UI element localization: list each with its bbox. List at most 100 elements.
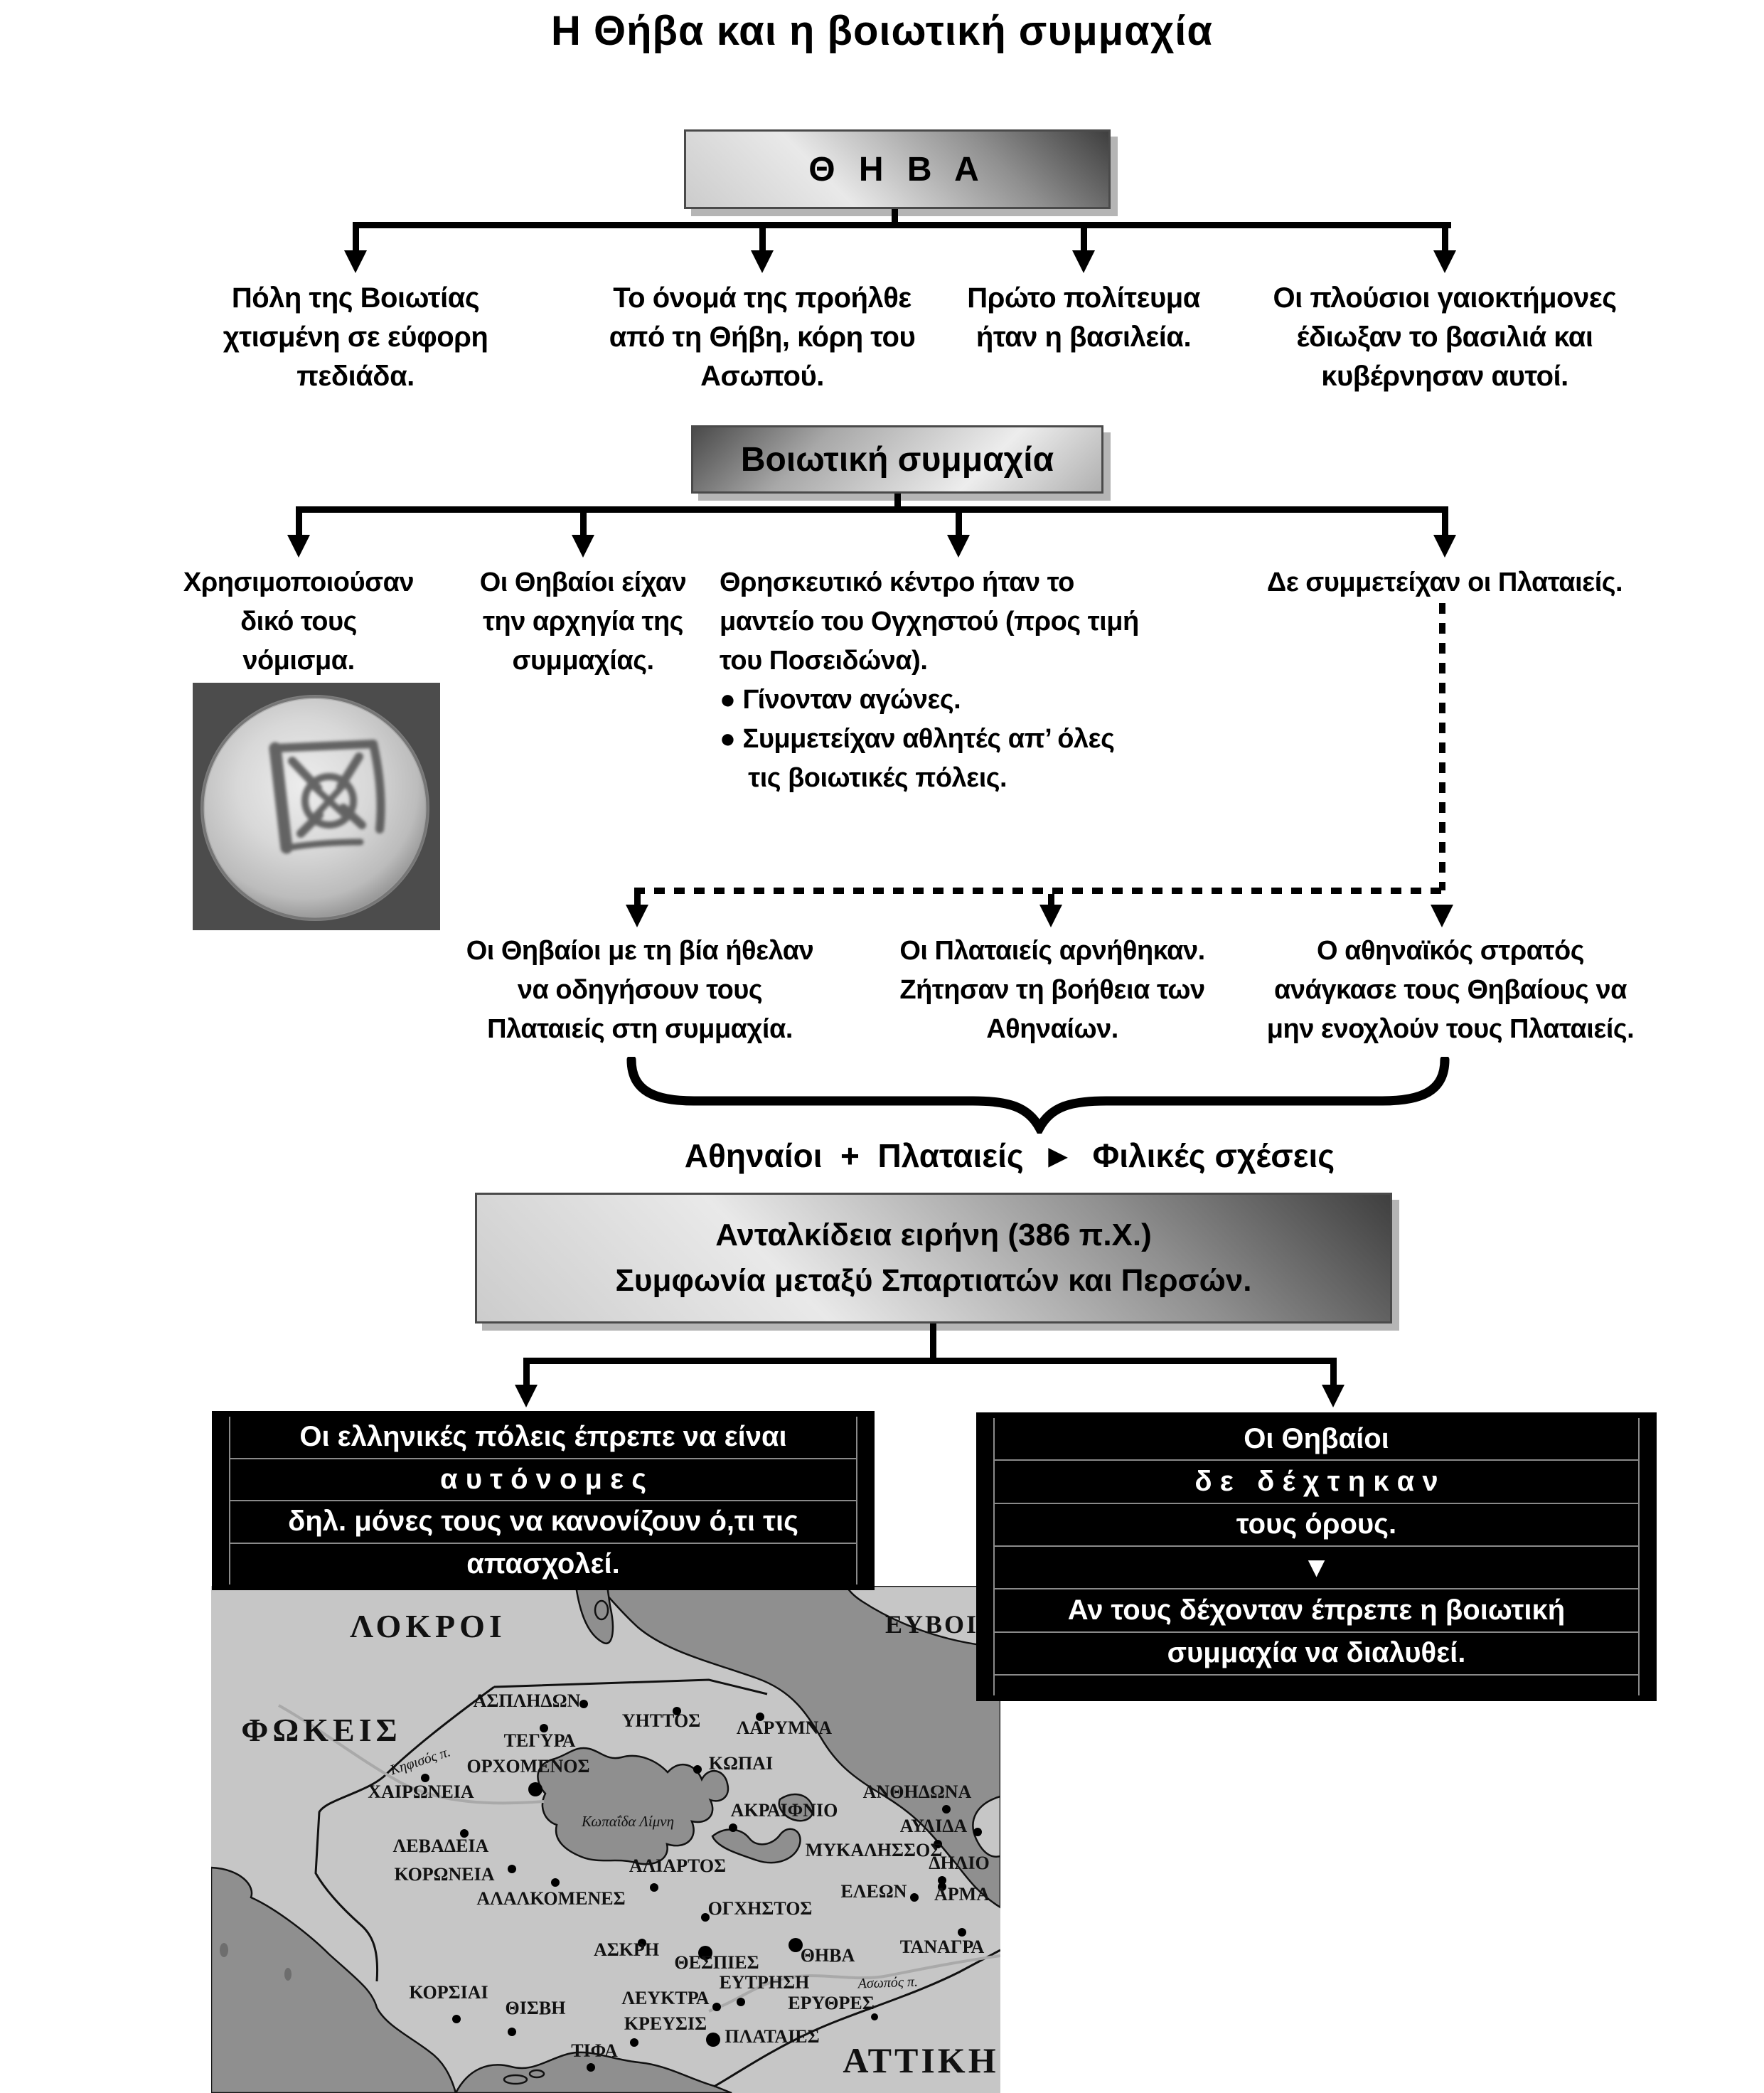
- map-city-label: ΑΥΛΙΔΑ: [900, 1816, 968, 1836]
- map-city-dot: [938, 1882, 946, 1891]
- connector-stub: [930, 1324, 936, 1360]
- map-city-label: ΟΡΧΟΜΕΝΟΣ: [467, 1756, 590, 1777]
- map-city-label: ΜΥΚΑΛΗΣΣΟΣ: [806, 1840, 942, 1860]
- map-city-dot: [673, 1707, 681, 1715]
- curly-brace: [626, 1057, 1450, 1134]
- map-city-label: ΘΕΣΠΙΕΣ: [674, 1952, 759, 1973]
- map-border-west: [314, 1685, 495, 1982]
- map-city-dot: [934, 1840, 942, 1848]
- peace-box-line-2: Συμφωνία μεταξύ Σπαρτιατών και Περσών.: [615, 1263, 1252, 1298]
- map-river-label: Ασωπός π.: [856, 1974, 918, 1992]
- down-arrow-stem: [580, 506, 587, 536]
- peace-box-line-1: Ανταλκίδεια ειρήνη (386 π.Χ.): [715, 1218, 1152, 1252]
- dashed-connector-vertical: [1439, 603, 1445, 890]
- map-river-asopos: [708, 1954, 1000, 2013]
- map-city-label: ΚΟΡΩΝΕΙΑ: [394, 1864, 494, 1885]
- map-islet: [220, 1943, 228, 1957]
- conflict-block-1: Οι Θηβαίοι με τη βία ήθελαν να οδηγήσουν…: [466, 936, 814, 1044]
- terms-right-row: συμμαχία να διαλυθεί.: [995, 1631, 1638, 1674]
- map-city-label: ΤΙΦΑ: [571, 2040, 618, 2061]
- map-lake-label: Κωπαΐδα Λίμνη: [581, 1813, 674, 1830]
- connector-stub: [892, 209, 898, 226]
- peace-box: Ανταλκίδεια ειρήνη (386 π.Χ.) Συμφωνία μ…: [475, 1193, 1392, 1324]
- down-arrow-icon: [1072, 250, 1095, 273]
- conflict-block-2: Οι Πλαταιείς αρνήθηκαν. Ζήτησαν τη βοήθε…: [899, 936, 1205, 1044]
- map-city-dot: [737, 1998, 745, 2006]
- terms-right-row: Οι Θηβαίοι: [1244, 1422, 1389, 1454]
- down-arrow-stem: [1442, 222, 1448, 252]
- down-arrow-icon: [344, 250, 367, 273]
- map-city-label: ΚΡΕΥΣΙΣ: [624, 2013, 707, 2034]
- map-city-label: ΟΓΧΗΣΤΟΣ: [708, 1898, 813, 1919]
- boeotian-coin-image: [193, 683, 440, 930]
- thiva-box-label: Θ Η Β Α: [808, 150, 986, 188]
- down-arrow-stem: [759, 222, 766, 252]
- terms-right-table: Οι Θηβαίοι δ ε δ έ χ τ η κ α ν τους όρου…: [993, 1418, 1640, 1695]
- map-border-north: [493, 1678, 768, 1695]
- map-islet: [503, 2074, 528, 2085]
- down-arrow-stem: [1081, 222, 1087, 252]
- down-arrow-icon: [287, 535, 310, 558]
- page-title: Η Θήβα και η βοιωτική συμμαχία: [551, 8, 1213, 54]
- terms-left-row: α υ τ ό ν ο μ ε ς: [230, 1457, 856, 1501]
- down-arrow-stem: [1330, 1358, 1337, 1386]
- terms-right-row: [995, 1673, 1638, 1695]
- map-city-label: ΕΡΥΘΡΕΣ: [788, 1993, 875, 2013]
- map-city-dot: [587, 2063, 595, 2072]
- down-arrow-icon: [1433, 535, 1456, 558]
- map-lake-copais: [537, 1747, 729, 1865]
- down-arrow-stem: [1442, 506, 1448, 536]
- connector-rail-2: [299, 506, 1448, 513]
- map-city-dot: [942, 1805, 951, 1814]
- map-islet: [284, 1968, 292, 1981]
- map-city-label: ΘΙΣΒΗ: [506, 1998, 566, 2018]
- map-city-dot: [508, 1865, 516, 1873]
- connector-rail-3: [526, 1358, 1337, 1364]
- map-city-label: ΧΑΙΡΩΝΕΙΑ: [368, 1782, 474, 1802]
- map-city-dot: [729, 1823, 737, 1832]
- map-sea-southwest: [211, 1866, 457, 2093]
- map-city-label: ΠΛΑΤΑΙΕΣ: [725, 2026, 819, 2047]
- map-city-dot: [706, 2033, 720, 2047]
- map-city-dot: [910, 1893, 919, 1902]
- map-region-label: ΑΤΤΙΚΗ: [843, 2040, 998, 2080]
- map-city-dot: [540, 1724, 548, 1732]
- map-river-kifisos: [278, 1704, 545, 1805]
- terms-left-row: απασχολεί.: [230, 1542, 856, 1585]
- thiva-box: Θ Η Β Α: [684, 129, 1111, 209]
- map-city-dot: [756, 1713, 764, 1721]
- terms-left-row: δηλ. μόνες τους να κανονίζουν ό,τι τις: [230, 1500, 856, 1543]
- down-arrow-stem: [353, 222, 359, 252]
- alliance-branch-1: Χρησιμοποιούσαν δικό τους νόμισμα.: [183, 568, 415, 676]
- map-city-dot: [693, 1765, 702, 1774]
- down-arrow-icon: [751, 250, 774, 273]
- map-city-dot: [698, 1946, 712, 1960]
- map-city-label: ΛΑΡΥΜΝΑ: [737, 1717, 832, 1738]
- thiva-branch-1: Πόλη της Βοιωτίας χτισμένη σε εύφορη πεδ…: [223, 282, 488, 392]
- map-city-label: ΛΕΥΚΤΡΑ: [621, 1988, 709, 2008]
- map-city-label: ΕΥΤΡΗΣΗ: [720, 1972, 810, 1993]
- alliance-box-label: Βοιωτική συμμαχία: [740, 440, 1054, 479]
- map-city-label: ΑΛΑΛΚΟΜΕΝΕΣ: [476, 1888, 625, 1909]
- down-arrow-icon: [626, 905, 648, 927]
- map-city-label: ΑΣΚΡΗ: [594, 1939, 659, 1960]
- map-region-label: ΛΟΚΡΟΙ: [350, 1608, 506, 1644]
- dashed-connector-rail: [634, 888, 1445, 894]
- map-city-dot: [712, 2003, 721, 2011]
- map-city-dot: [973, 1828, 982, 1836]
- alliance-branch-2: Οι Θηβαίοι είχαν την αρχηγία της συμμαχί…: [479, 568, 687, 676]
- relation-statement: Αθηναίοι + Πλαταιείς ► Φιλικές σχέσεις: [684, 1137, 1335, 1174]
- down-arrow-stem: [523, 1358, 530, 1386]
- map-city-label: ΑΝΘΗΔΩΝΑ: [863, 1782, 972, 1802]
- map-city-dot: [452, 2015, 461, 2023]
- map-city-label: ΤΑΝΑΓΡΑ: [900, 1937, 985, 1957]
- map-city-label: ΑΣΠΛΗΔΩΝ: [474, 1690, 581, 1711]
- map-city-dot: [958, 1928, 966, 1937]
- map-city-label: ΚΟΡΣΙΑΙ: [409, 1982, 488, 2003]
- map-city-dot: [938, 1876, 946, 1885]
- down-arrow-icon: [1433, 250, 1456, 273]
- map-city-label: ΥΗΤΤΟΣ: [622, 1710, 700, 1731]
- down-arrow-icon: [1431, 905, 1453, 927]
